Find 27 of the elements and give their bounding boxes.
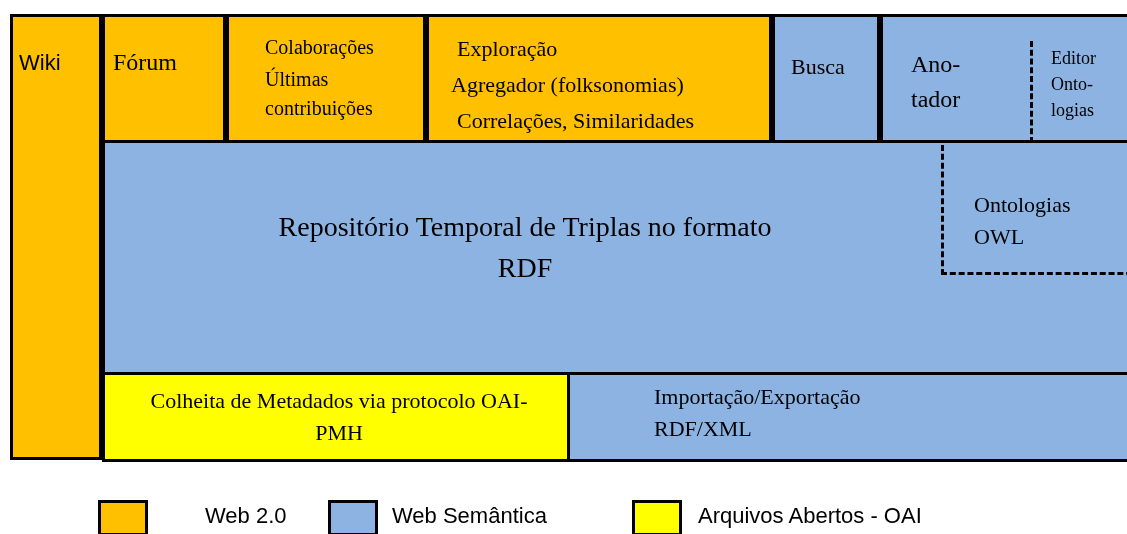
legend-label: Web 2.0	[205, 503, 287, 529]
module-box	[567, 372, 1127, 462]
module-title: Wiki	[19, 49, 62, 77]
module-title: Ano-tador	[911, 50, 962, 114]
module-box	[10, 14, 102, 460]
module-box	[880, 14, 1127, 143]
module-text: Correlações, Similaridades	[457, 107, 696, 135]
module-title: Colaborações	[265, 35, 375, 61]
module-title: Importação/Exportação RDF/XML	[654, 383, 862, 443]
module-title: Busca	[791, 53, 846, 81]
dashed-module-box	[941, 145, 1127, 275]
module-text: Últimas contribuições	[265, 66, 374, 122]
module-box	[772, 14, 880, 143]
module-title: Editor Onto-logias	[1051, 47, 1097, 123]
legend-label: Arquivos Abertos - OAI	[698, 503, 922, 529]
module-box	[226, 14, 426, 143]
module-title: Exploração	[457, 35, 559, 63]
module-title: Fórum	[113, 48, 178, 77]
module-text: Agregador (folksonomias)	[451, 71, 685, 99]
legend-label: Web Semântica	[392, 503, 547, 529]
module-box	[102, 372, 570, 462]
module-title: Repositório Temporal de Triplas no formato RDF	[277, 210, 773, 285]
module-title: Ontologias OWL	[974, 191, 1072, 251]
module-box	[102, 140, 1127, 375]
module-title: Colheita de Metadados via protocolo OAI-PMH	[149, 387, 529, 447]
module-box	[102, 14, 226, 143]
module-box	[426, 14, 772, 143]
